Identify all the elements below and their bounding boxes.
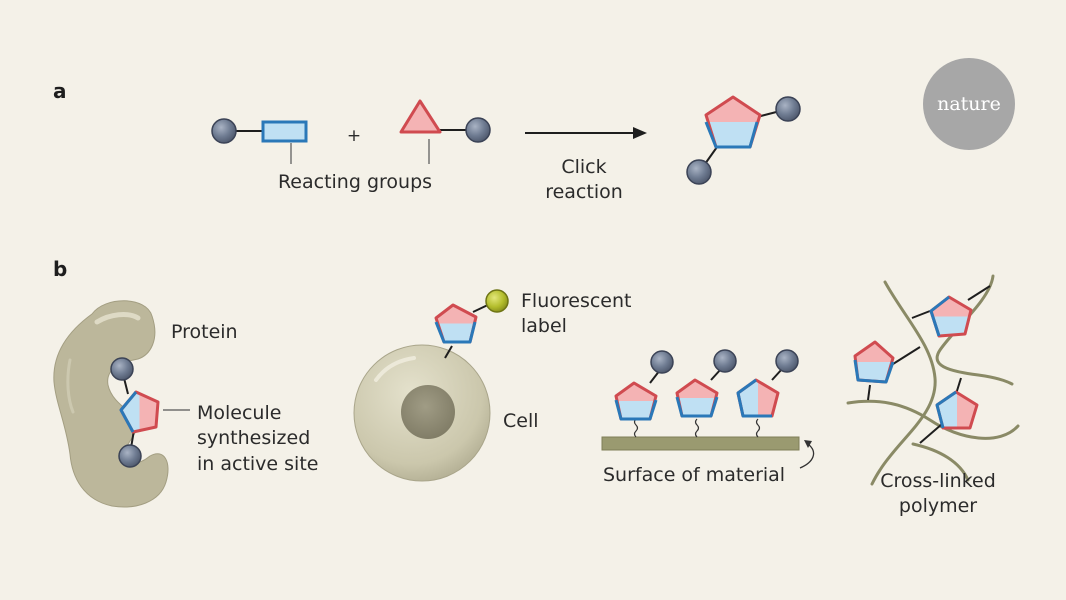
reaction-arrow-icon xyxy=(525,127,647,139)
nature-logo: nature xyxy=(923,58,1015,150)
molecule-label-line2: synthesized xyxy=(197,427,310,449)
sphere-icon xyxy=(211,118,237,144)
cell-label: Cell xyxy=(503,410,539,432)
product-triazole xyxy=(686,95,801,185)
sphere-icon xyxy=(775,349,799,373)
sphere-icon xyxy=(713,349,737,373)
sphere-icon xyxy=(775,96,801,122)
molecule-label-line1: Molecule xyxy=(197,402,281,424)
molecule-label-line3: in active site xyxy=(197,453,318,475)
surface-ring-2 xyxy=(675,349,737,438)
click-label-line2: reaction xyxy=(545,181,623,203)
panel-label-a: a xyxy=(53,79,67,103)
nature-logo-text: nature xyxy=(937,93,1001,115)
polymer-ring-1 xyxy=(911,285,991,338)
pentagon-ring-icon xyxy=(614,381,658,421)
pentagon-ring-icon xyxy=(736,378,780,418)
reactant-blue-group xyxy=(211,118,308,164)
fluorescent-label-line2: label xyxy=(521,315,567,337)
protein-shape xyxy=(53,300,190,508)
polymer-ring-3 xyxy=(919,377,979,444)
cell-shape xyxy=(353,289,509,482)
rectangle-reacting-group-icon xyxy=(261,120,308,143)
sphere-icon xyxy=(465,117,491,143)
sphere-icon xyxy=(686,159,712,185)
fluorescent-label-line1: Fluorescent xyxy=(521,290,631,312)
surface-ring-3 xyxy=(736,349,799,438)
sphere-icon xyxy=(118,444,142,468)
surface-ring-1 xyxy=(614,350,674,438)
cross-linked-label-line2: polymer xyxy=(899,495,977,517)
cross-linked-polymer xyxy=(846,274,1020,486)
sphere-icon xyxy=(110,357,134,381)
triangle-reacting-group-icon xyxy=(399,99,442,134)
surface-label: Surface of material xyxy=(603,464,785,486)
pentagon-ring-icon xyxy=(675,378,719,418)
reacting-groups-label: Reacting groups xyxy=(278,171,432,193)
plus-sign: + xyxy=(347,126,361,146)
surface-of-material xyxy=(601,349,815,469)
fluorescent-sphere-icon xyxy=(485,289,509,313)
sphere-icon xyxy=(650,350,674,374)
click-label-line1: Click xyxy=(561,156,606,178)
cross-linked-label-line1: Cross-linked xyxy=(880,470,996,492)
reactant-red-group xyxy=(399,99,491,164)
protein-label: Protein xyxy=(171,321,238,343)
panel-label-b: b xyxy=(53,257,67,281)
polymer-ring-2 xyxy=(853,340,921,401)
